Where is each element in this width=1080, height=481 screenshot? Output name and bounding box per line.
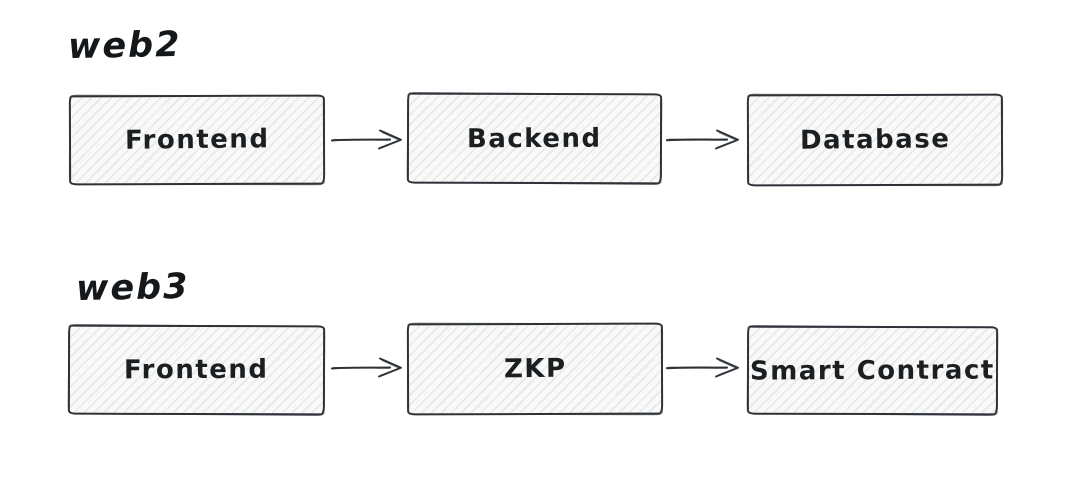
web2-row-label: web2 xyxy=(67,24,182,68)
arrow-right-icon xyxy=(330,129,402,150)
node-web3-zkp-label: ZKP xyxy=(503,353,567,385)
web3-row-label: web3 xyxy=(75,266,190,310)
node-web3-zkp: ZKP xyxy=(406,322,664,416)
node-web2-database: Database xyxy=(746,93,1004,187)
arrow-right-icon xyxy=(665,357,739,378)
node-web3-smart-contract-label: Smart Contract xyxy=(750,354,995,387)
node-web2-database-label: Database xyxy=(799,124,951,156)
node-web2-backend: Backend xyxy=(406,92,663,185)
node-web2-frontend-label: Frontend xyxy=(124,124,270,156)
node-web2-frontend: Frontend xyxy=(68,94,326,186)
node-web3-frontend-label: Frontend xyxy=(124,354,269,386)
node-web3-frontend: Frontend xyxy=(67,324,326,416)
node-web3-smart-contract: Smart Contract xyxy=(746,325,999,416)
arrow-right-icon xyxy=(330,357,402,378)
node-web2-backend-label: Backend xyxy=(467,123,602,154)
arrow-right-icon xyxy=(665,129,739,150)
